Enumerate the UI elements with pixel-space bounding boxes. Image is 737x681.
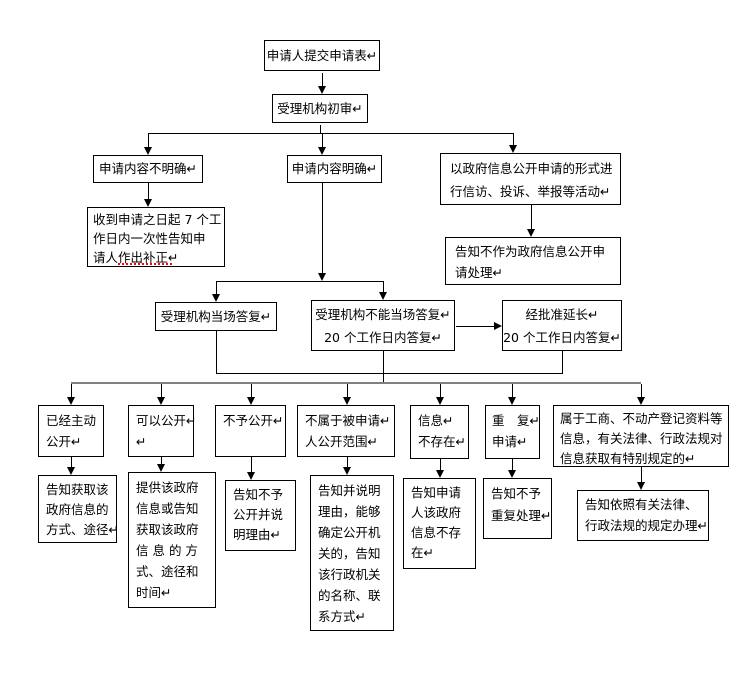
node-extended-reply: 经批准延长↵ 20 个工作日内答复↵ <box>502 300 622 351</box>
connector-drop-special <box>641 384 642 397</box>
node-result-per-law-regulation: 告知依照有关法律、 行政法规的规定办理↵ <box>577 490 709 541</box>
arrowhead-petition-nottreated <box>527 229 535 237</box>
connector-submit-review <box>322 73 323 86</box>
node-onsite-reply: 受理机构当场答复↵ <box>155 302 277 331</box>
node-petition-activities: 以政府信息公开申请的形式进 行信访、投诉、举报等活动↵ <box>440 153 621 205</box>
arrowhead-drop-already <box>67 397 75 405</box>
node-supplement-notice: 收到申请之日起 7 个工 作日内一次性告知申 请人作出补正↵ <box>87 207 225 267</box>
node-not-in-scope: 不属于被申请↵ 人公开范围↵ <box>297 405 395 457</box>
node-result-notify-access-way: 告知获取该 政府信息的 方式、途径↵ <box>38 475 119 543</box>
arrowhead-split-clear <box>318 147 326 155</box>
node-info-not-exist: 信息↵ 不存在↵ <box>410 405 469 459</box>
arrowhead-already-result <box>67 467 75 475</box>
node-already-public: 已经主动 公开↵ <box>38 405 104 457</box>
arrowhead-drop-repeat <box>508 397 516 405</box>
connector-notonsite-extended <box>456 326 494 327</box>
node-repeat-application: 重 复↵ 申请↵ <box>485 405 540 459</box>
arrowhead-bracket-notonsite <box>379 292 387 300</box>
connector-drop-notpublic <box>251 384 252 397</box>
node-initial-review: 受理机构初审↵ <box>272 94 368 123</box>
connector-split-unclear <box>148 133 149 147</box>
node-not-treated-notice: 告知不作为政府信息公开申 请处理↵ <box>445 237 621 285</box>
connector-split-horizontal <box>148 133 514 134</box>
arrowhead-special-result <box>637 482 645 490</box>
connector-notscope-result <box>347 457 348 467</box>
node-result-explain-refer-organ: 告知并说明 理由，能够 确定公开机 关的，告知 该行政机关 的名称、联 系方式↵ <box>310 475 394 631</box>
connector-drop-notexist <box>440 384 441 397</box>
connector-notexist-result <box>440 459 441 470</box>
arrowhead-notexist-result <box>436 470 444 478</box>
node-content-unclear: 申请内容不明确↵ <box>93 155 203 183</box>
arrowhead-notonsite-extended <box>494 322 502 330</box>
node-content-clear: 申请内容明确↵ <box>287 155 382 183</box>
arrowhead-notscope-result <box>343 467 351 475</box>
connector-petition-nottreated <box>531 205 532 229</box>
arrowhead-submit-review <box>318 86 326 94</box>
spellcheck-underline <box>118 263 174 265</box>
connector-reply-bracket <box>216 281 383 282</box>
connector-bracket-notonsite <box>383 281 384 292</box>
connector-already-result <box>71 457 72 467</box>
connector-unclear-supplement <box>148 183 149 199</box>
connector-distribution-line <box>71 382 641 384</box>
arrowhead-clear-bracket <box>318 273 326 281</box>
connector-drop-notscope <box>347 384 348 397</box>
node-submit-application: 申请人提交申请表↵ <box>264 40 380 71</box>
connector-review-split <box>320 125 321 133</box>
node-result-refuse-with-reason: 告知不予 公开并说 明理由↵ <box>225 480 296 551</box>
arrowhead-bracket-onsite <box>212 294 220 302</box>
connector-bracket-onsite <box>216 281 217 294</box>
connector-repeat-result <box>512 459 513 470</box>
arrowhead-drop-can <box>157 397 165 405</box>
connector-onsite-down <box>216 331 217 373</box>
node-can-public: 可以公开↵ ↵ <box>128 405 196 457</box>
arrowhead-repeat-result <box>508 470 516 478</box>
connector-drop-already <box>71 384 72 397</box>
connector-notonsite-down <box>383 351 384 383</box>
arrowhead-drop-notexist <box>436 397 444 405</box>
connector-extended-down <box>562 351 563 373</box>
arrowhead-split-petition <box>509 145 517 153</box>
node-result-no-repeat-handling: 告知不予 重复处理↵ <box>483 478 552 539</box>
connector-drop-repeat <box>512 384 513 397</box>
connector-can-result <box>161 457 162 464</box>
node-not-public: 不予公开↵ <box>215 405 286 457</box>
connector-split-clear <box>322 133 323 147</box>
connector-clear-bracket <box>322 183 323 273</box>
connector-notpublic-result <box>251 457 252 472</box>
arrowhead-drop-special <box>637 397 645 405</box>
connector-split-petition <box>513 133 514 145</box>
connector-special-result <box>641 467 642 482</box>
connector-bottom-bracket <box>216 373 563 374</box>
connector-drop-can <box>161 384 162 397</box>
node-cannot-onsite-reply: 受理机构不能当场答复↵ 20 个工作日内答复↵ <box>311 300 455 351</box>
node-special-regulation: 属于工商、不动产登记资料等 信息，有关法律、行政法规对 信息获取有特别规定的↵ <box>553 405 729 467</box>
node-result-provide-info: 提供该政府 信息或告知 获取该政府 信 息 的 方 式、途径和 时间↵ <box>128 472 216 608</box>
node-result-not-exist-notice: 告知申请 人该政府 信息不存 在↵ <box>403 478 476 569</box>
arrowhead-unclear-supplement <box>144 199 152 207</box>
arrowhead-notpublic-result <box>247 472 255 480</box>
arrowhead-drop-notscope <box>343 397 351 405</box>
arrowhead-split-unclear <box>144 147 152 155</box>
arrowhead-drop-notpublic <box>247 397 255 405</box>
arrowhead-can-result <box>157 464 165 472</box>
